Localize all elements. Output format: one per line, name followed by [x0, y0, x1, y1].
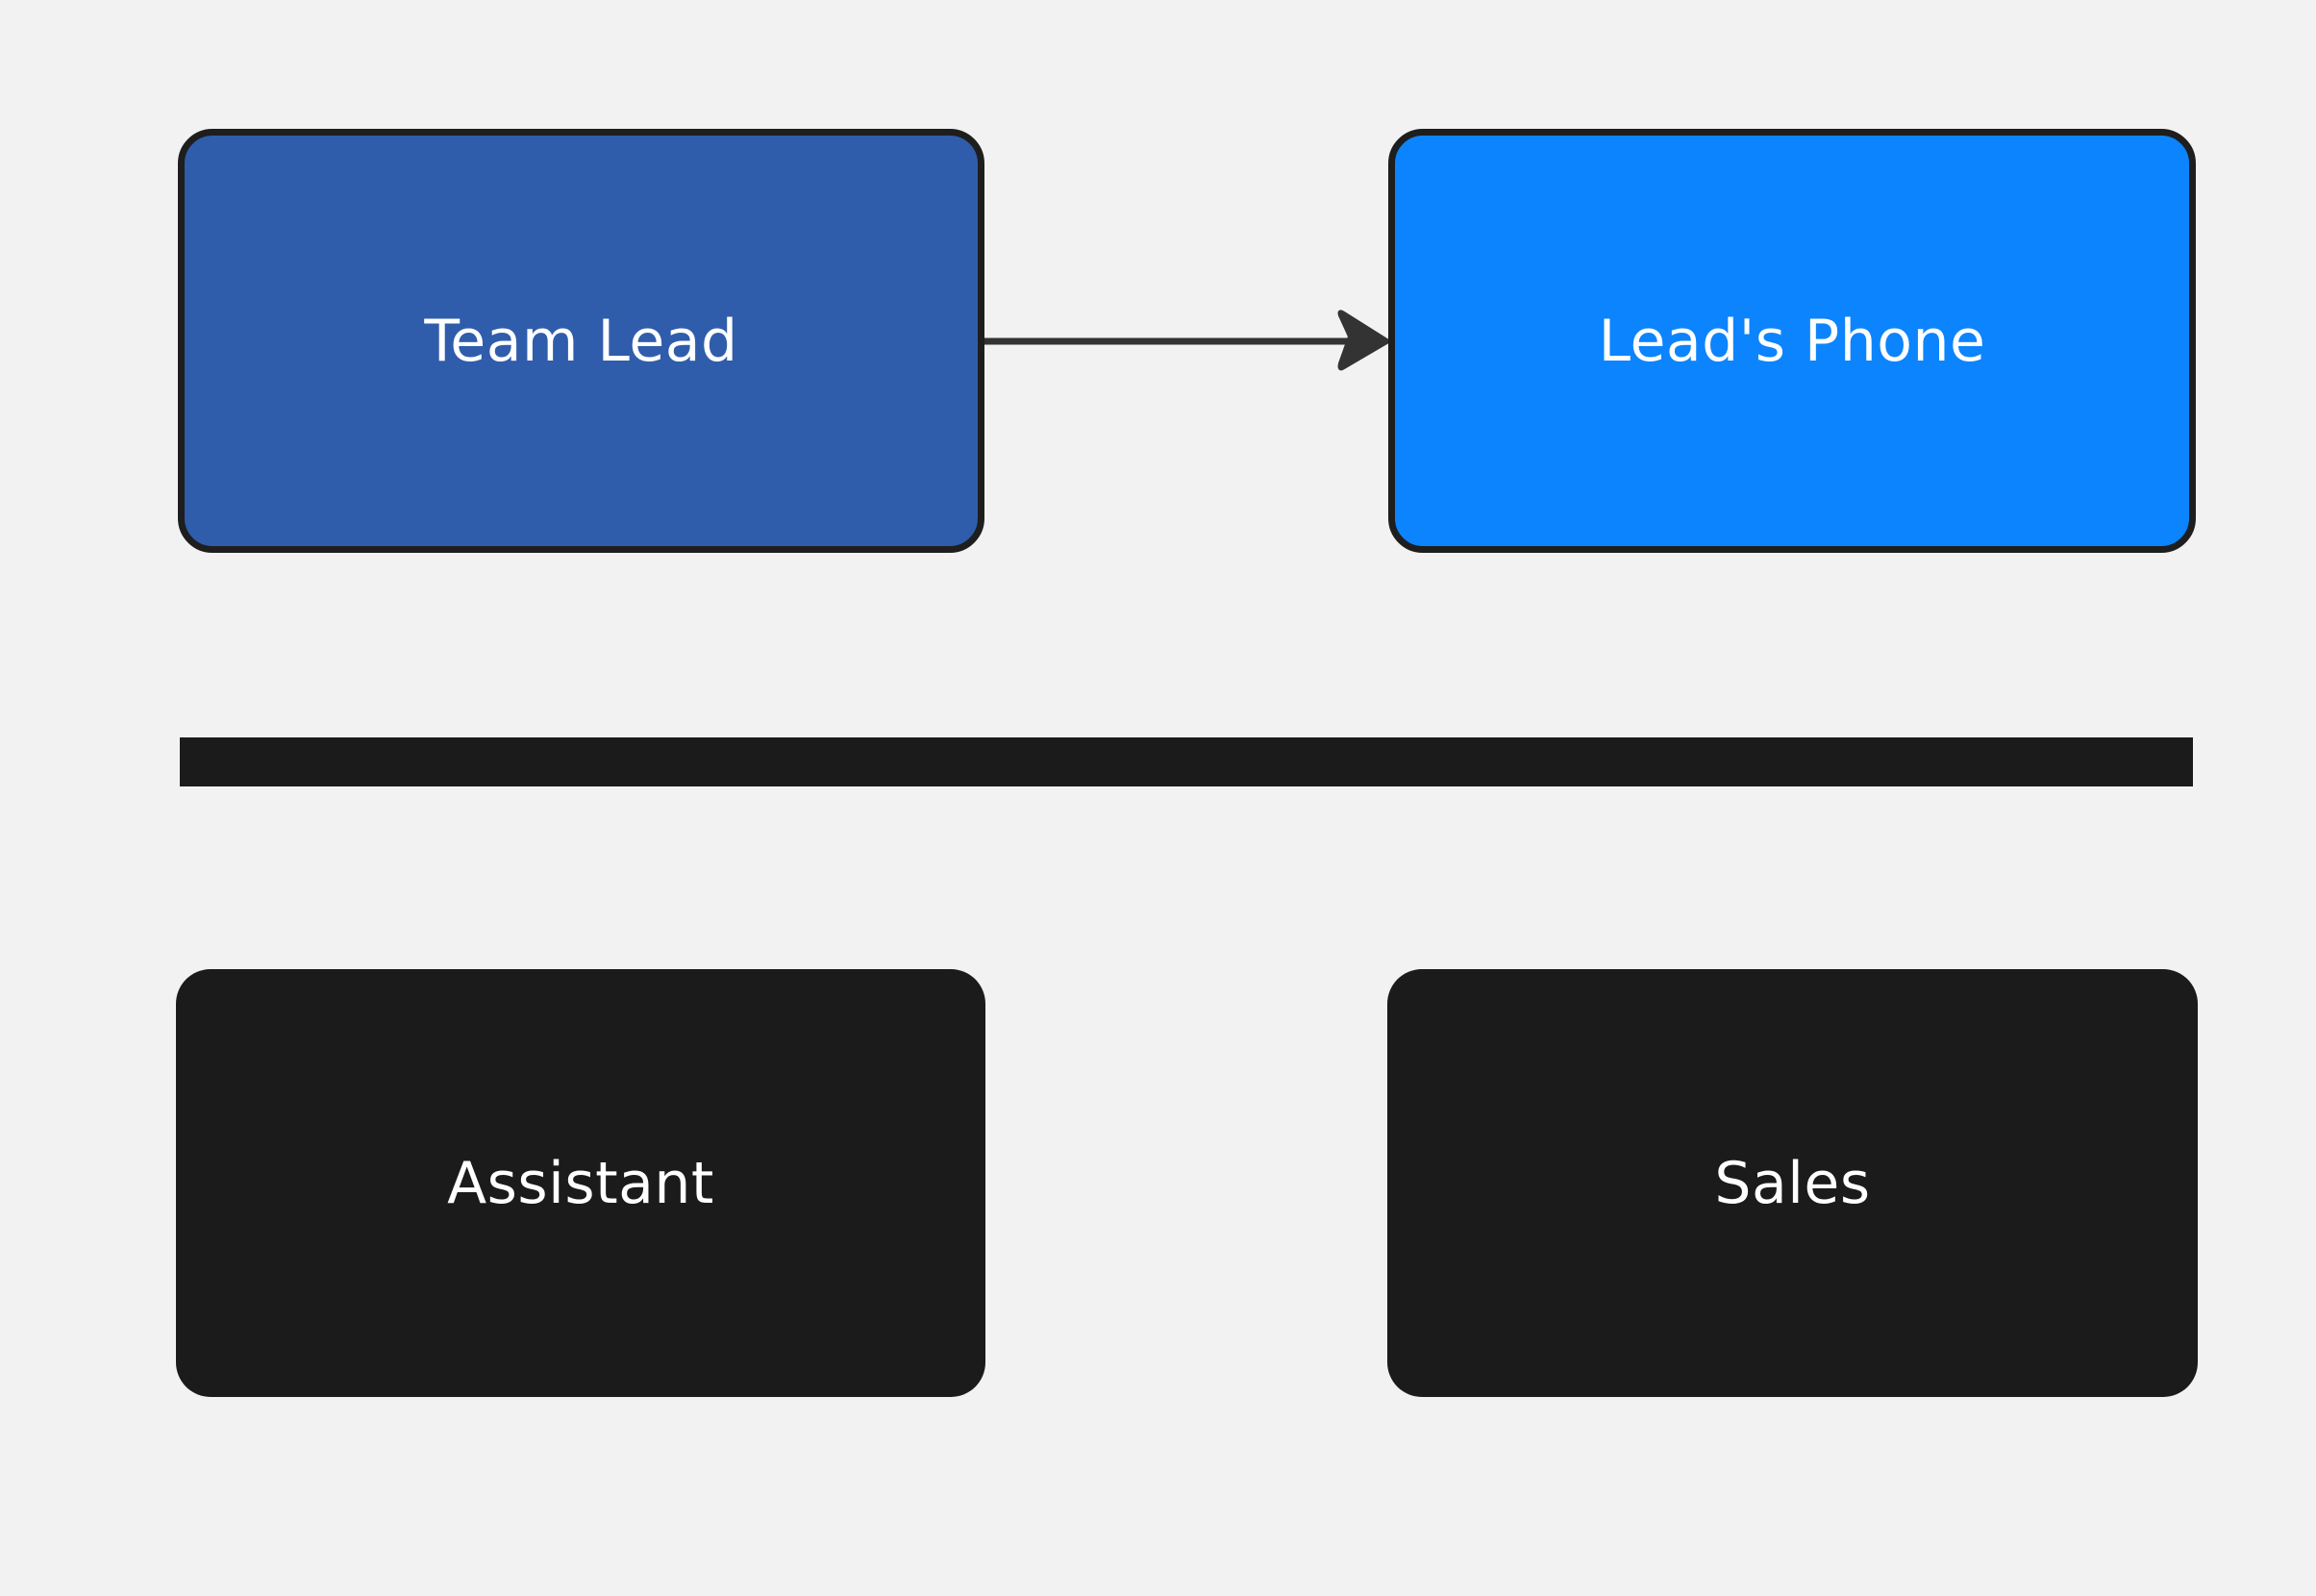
edge-arrowhead [1337, 310, 1390, 371]
node-sales[interactable]: Sales [1387, 969, 2198, 1397]
node-label: Team Lead [424, 307, 738, 375]
node-assistant[interactable]: Assistant [176, 969, 985, 1397]
node-leads-phone[interactable]: Lead's Phone [1388, 129, 2196, 553]
node-team-lead[interactable]: Team Lead [178, 129, 984, 553]
divider-bar [180, 737, 2193, 786]
node-label: Assistant [447, 1149, 714, 1217]
node-label: Lead's Phone [1598, 307, 1986, 375]
node-label: Sales [1714, 1149, 1871, 1217]
